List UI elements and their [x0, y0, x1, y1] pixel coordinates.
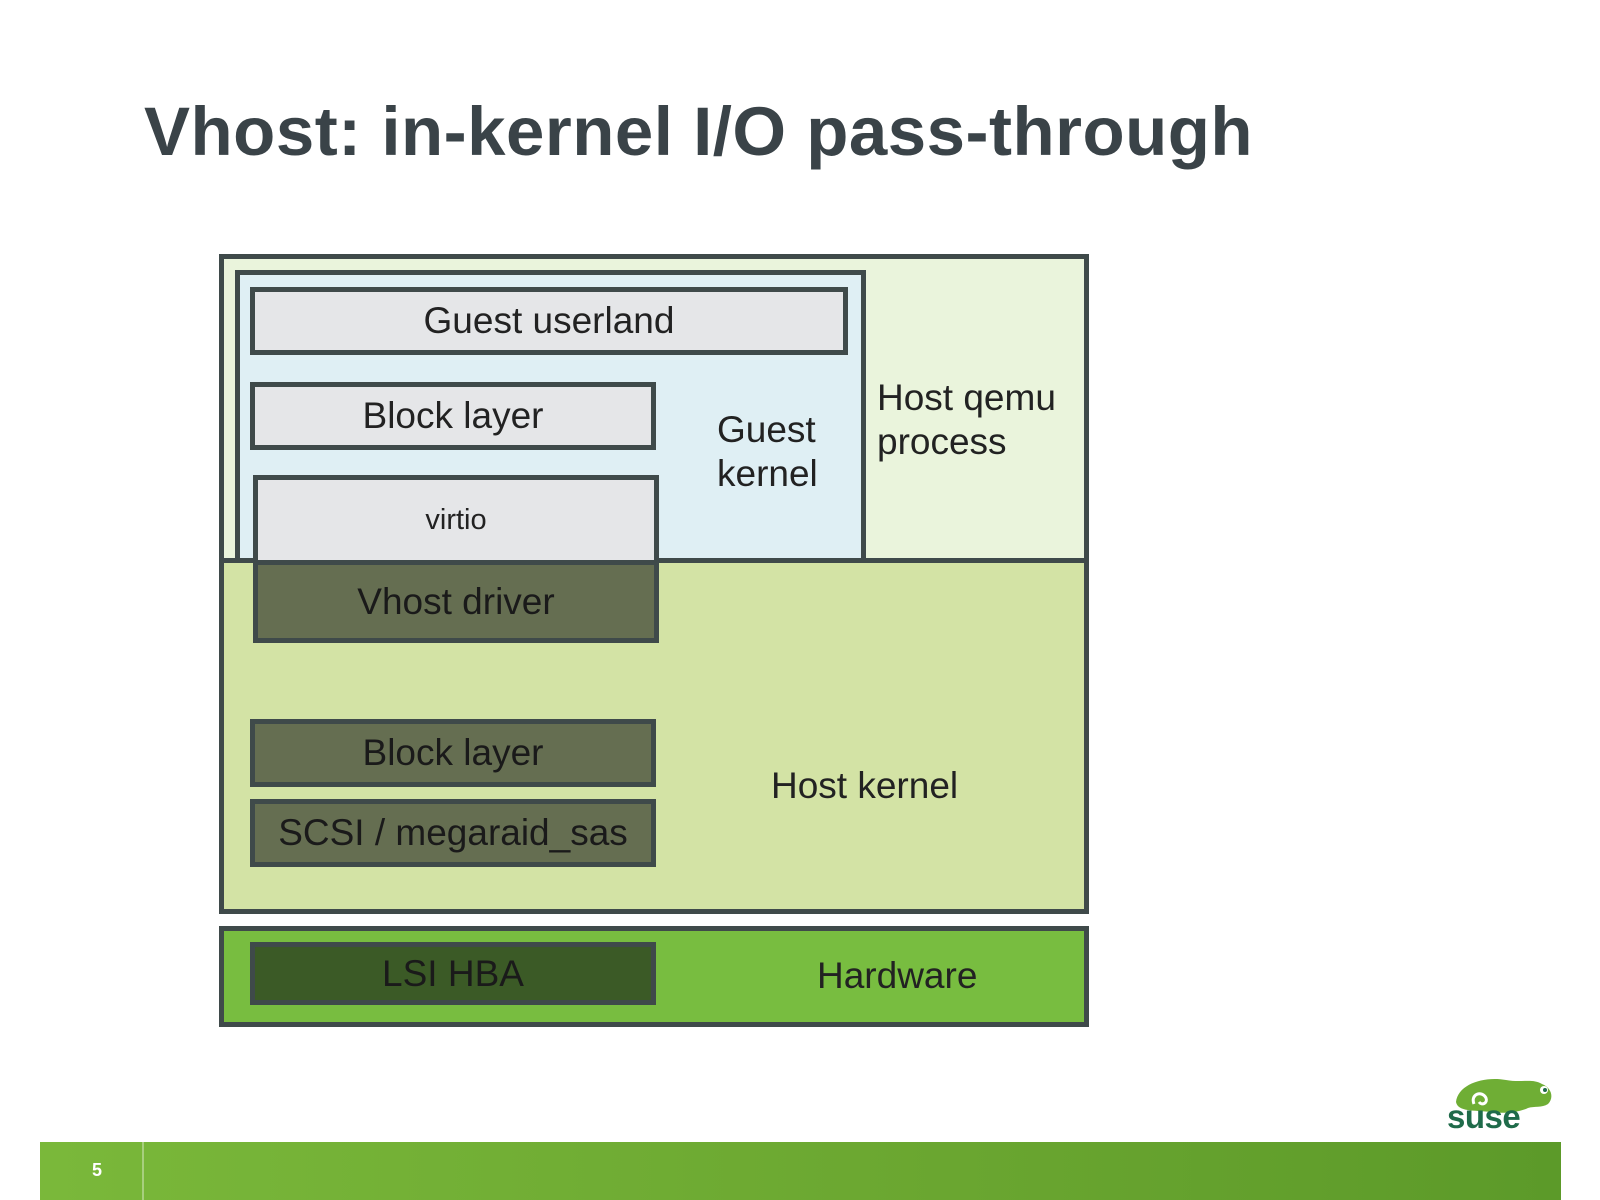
host-qemu-process-label: Host qemu process	[877, 376, 1056, 464]
vhost-driver-box: Vhost driver	[253, 560, 659, 643]
slide-title: Vhost: in-kernel I/O pass-through	[144, 93, 1254, 170]
guest-kernel-label: Guest kernel	[717, 408, 818, 496]
footer-bar: 5	[40, 1142, 1561, 1200]
guest-block-layer-box: Block layer	[250, 382, 656, 450]
suse-logo-text: suse	[1447, 1098, 1521, 1135]
guest-kernel-line1: Guest	[717, 409, 816, 450]
guest-kernel-line2: kernel	[717, 453, 818, 494]
host-kernel-label: Host kernel	[771, 765, 959, 806]
host-qemu-line2: process	[877, 421, 1007, 462]
page-number: 5	[92, 1160, 103, 1180]
lsi-hba-box: LSI HBA	[250, 942, 656, 1005]
footer-separator	[142, 1142, 144, 1200]
hardware-label: Hardware	[817, 955, 978, 996]
host-block-layer-box: Block layer	[250, 719, 656, 787]
virtio-box: virtio	[253, 475, 659, 565]
host-qemu-line1: Host qemu	[877, 377, 1056, 418]
scsi-megaraid-box: SCSI / megaraid_sas	[250, 799, 656, 867]
guest-userland-box: Guest userland	[250, 287, 848, 355]
suse-chameleon-logo-icon	[1456, 1078, 1552, 1113]
